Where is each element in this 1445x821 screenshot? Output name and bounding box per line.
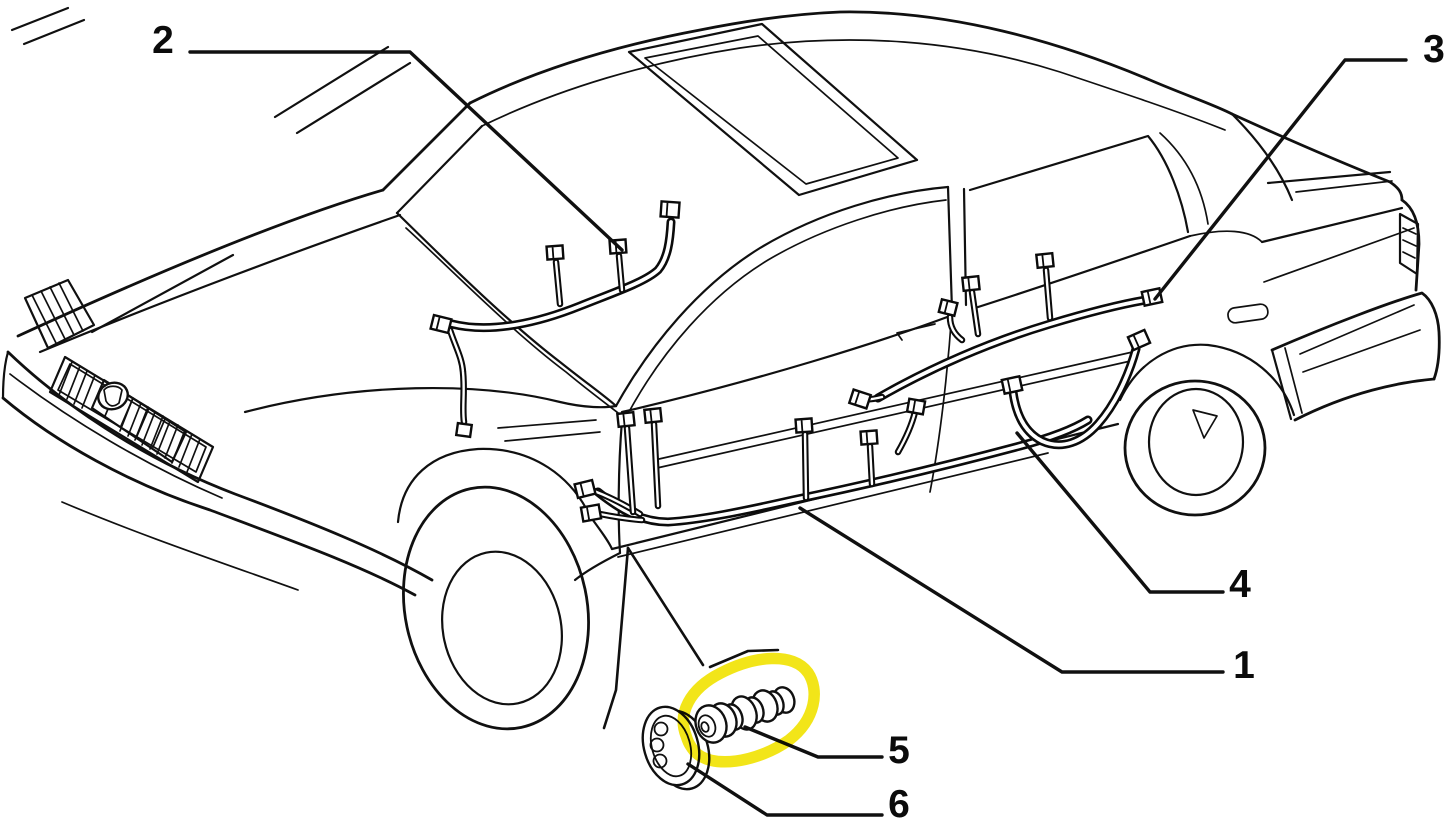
roofline (468, 10, 1234, 131)
car-illustration (1, 6, 1441, 731)
fuel-door (1227, 303, 1269, 324)
leader-line-5 (743, 725, 884, 759)
hood-outline (16, 188, 618, 414)
wiring-harness-sill (573, 397, 1088, 522)
leader-line-4 (1015, 431, 1225, 594)
front-bumper (1, 350, 434, 597)
callout-4: 4 (1229, 563, 1251, 606)
windshield (381, 101, 623, 442)
callout-1: 1 (1233, 644, 1255, 687)
wiring-harness-front-door (429, 200, 681, 439)
lancia-shield-icon (97, 381, 129, 411)
sunroof (627, 22, 919, 197)
c-pillar (1159, 132, 1209, 225)
side-windows (614, 112, 1294, 493)
tail-lamp (1398, 212, 1420, 276)
trunk-and-tail (1230, 112, 1421, 292)
leader-line-2 (188, 50, 624, 252)
callout-3: 3 (1423, 28, 1445, 71)
highlight-ring (677, 652, 820, 768)
hood-crease-lines (10, 6, 412, 334)
callout-5: 5 (888, 729, 910, 772)
rocker-and-doors (573, 303, 1269, 582)
callout-6: 6 (888, 783, 910, 821)
callout-leaders (188, 50, 1408, 817)
wiring-harness-rear-door-upper (847, 251, 1164, 410)
front-wheel (396, 447, 614, 731)
leader-line-1 (798, 506, 1225, 674)
beltline (620, 314, 952, 414)
wiring-harness-rear-door-lower (1000, 328, 1152, 445)
rear-wheel (1118, 343, 1296, 517)
callout-numbers: 2 3 4 1 5 6 (152, 19, 1445, 821)
headlight-hatching (23, 278, 188, 464)
wiper-lines (497, 419, 601, 442)
front-grille (48, 355, 215, 484)
corrugated-grommet (694, 686, 796, 744)
rear-door-window (968, 134, 1190, 234)
leader-line-6 (686, 762, 884, 817)
grommet-location-lines (602, 546, 780, 730)
leader-line-3 (1153, 58, 1408, 301)
wheel-triangle-mark (1192, 409, 1218, 439)
rear-bumper (1270, 291, 1441, 422)
front-door-handle (896, 323, 936, 341)
callout-2: 2 (152, 19, 174, 62)
